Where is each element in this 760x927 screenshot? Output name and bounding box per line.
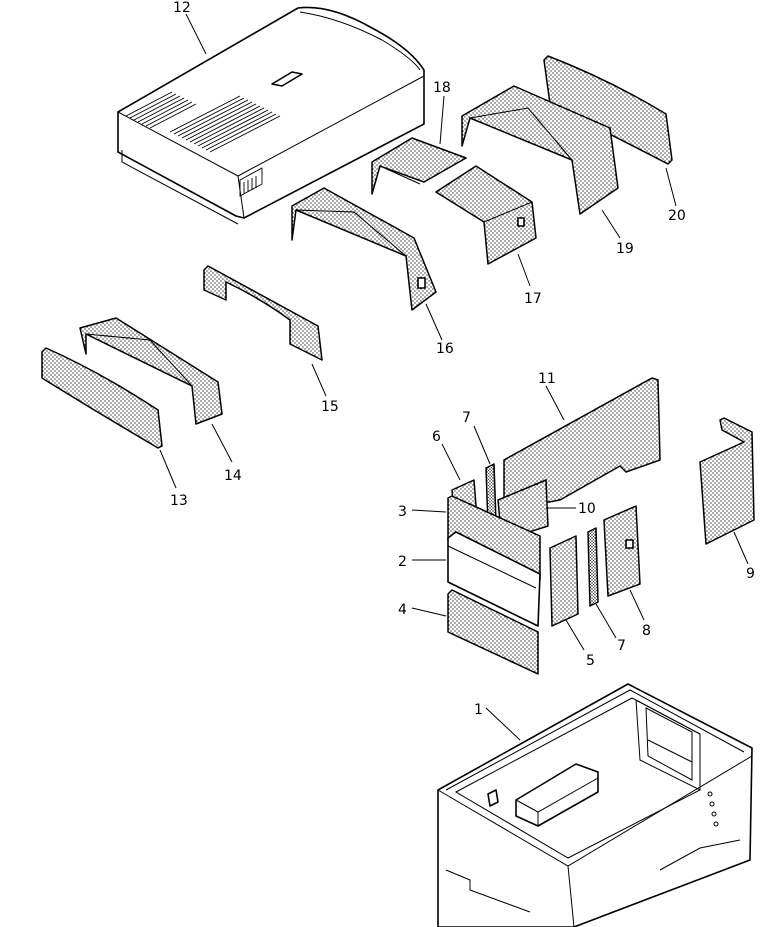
- part-15-pad: [203, 265, 323, 361]
- part-7-strip-lower: [587, 527, 599, 607]
- callout-14: 14: [224, 468, 242, 484]
- part-4-pad: [447, 589, 539, 675]
- callout-13: 13: [170, 493, 188, 509]
- vent-grille-icon: [125, 91, 281, 197]
- callout-19: 19: [616, 241, 634, 257]
- part-19-pad: [461, 85, 619, 215]
- callout-20: 20: [668, 208, 686, 224]
- part-13-pad: [41, 347, 163, 449]
- part-18-pad: [371, 137, 467, 195]
- callout-15: 15: [321, 399, 339, 415]
- part-12-top-cover: [117, 6, 425, 225]
- part-5-pad: [549, 535, 579, 627]
- callout-9: 9: [746, 566, 755, 582]
- callout-4: 4: [398, 602, 407, 618]
- part-16-pad: [291, 187, 437, 311]
- callout-7-upper: 7: [462, 410, 471, 426]
- callout-5: 5: [586, 653, 595, 669]
- callout-10: 10: [578, 501, 596, 517]
- callout-1: 1: [474, 702, 483, 718]
- part-1-base-box: [437, 683, 753, 927]
- leader-lines: [159, 13, 749, 741]
- part-9-pad: [699, 417, 755, 545]
- callout-7-lower: 7: [617, 638, 626, 654]
- callout-8: 8: [642, 623, 651, 639]
- part-17-pad: [435, 165, 537, 265]
- part-8-pad: [603, 505, 641, 597]
- part-2-panel: [447, 531, 541, 627]
- callout-18: 18: [433, 80, 451, 96]
- callout-12: 12: [173, 0, 191, 16]
- callout-11: 11: [538, 371, 556, 387]
- part-3-pad: [447, 495, 541, 581]
- callout-6: 6: [432, 429, 441, 445]
- callout-16: 16: [436, 341, 454, 357]
- callout-3: 3: [398, 504, 407, 520]
- callout-17: 17: [524, 291, 542, 307]
- callout-labels: 12 18 20 19 17 16 15 14 13 11 7 6 3 10 2…: [170, 0, 755, 718]
- callout-2: 2: [398, 554, 407, 570]
- part-14-pad: [79, 317, 223, 425]
